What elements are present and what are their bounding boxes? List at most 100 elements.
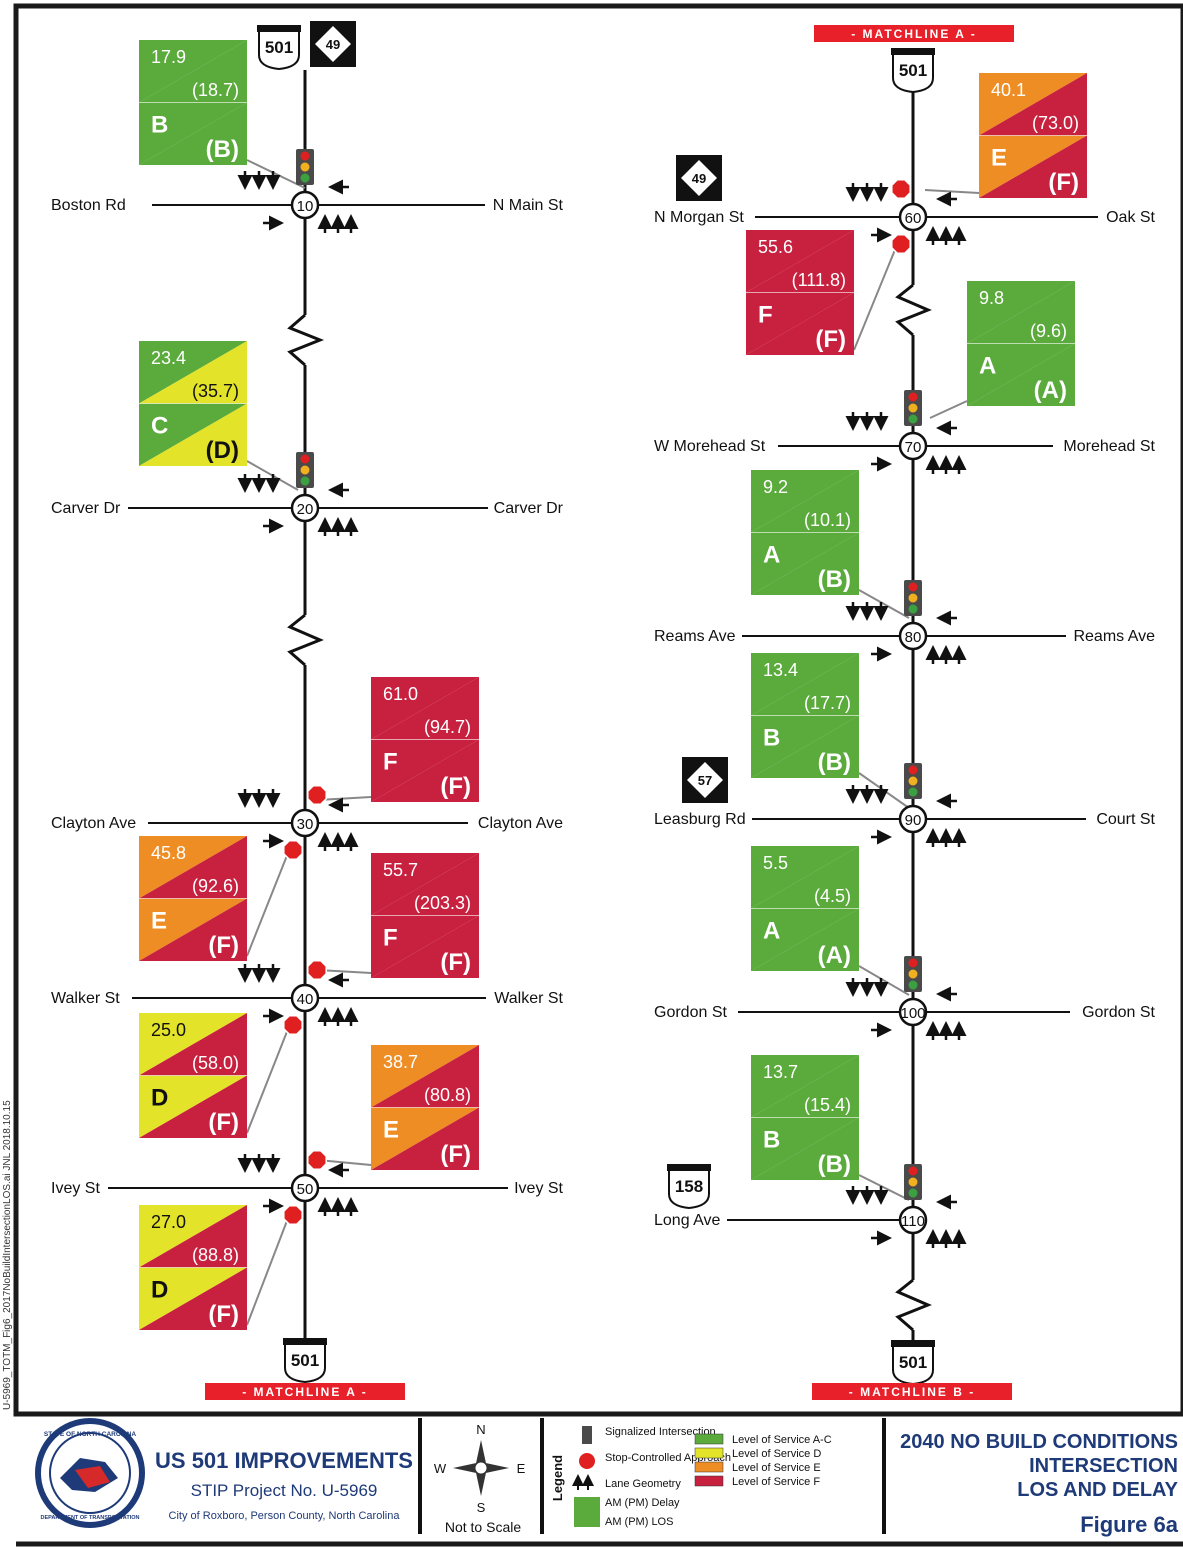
legend-los-level: Level of Service D (732, 1448, 821, 1460)
lane-geometry-icon (845, 978, 967, 1040)
pm-delay-fill (139, 836, 247, 899)
pm-delay: (92.6) (192, 876, 239, 896)
pm-delay: (17.7) (804, 693, 851, 713)
intersection-30: 30 Clayton Ave Clayton Ave (51, 785, 563, 860)
am-los: F (383, 925, 398, 952)
pm-delay-fill (967, 281, 1075, 344)
leader-line (317, 796, 372, 801)
pm-delay-fill (371, 853, 479, 916)
am-los: B (763, 725, 780, 752)
intersection-number: 30 (297, 816, 314, 833)
svg-text:158: 158 (675, 1177, 703, 1196)
am-delay: 38.7 (383, 1052, 418, 1072)
street-label-east: Ivey St (514, 1180, 563, 1197)
stop-sign-icon (891, 179, 911, 199)
los-box: 27.0(88.8)D(F) (139, 1205, 291, 1330)
pm-delay-fill (751, 846, 859, 909)
pm-los-fill (979, 135, 1087, 198)
pm-delay-fill (751, 653, 859, 716)
lane-geometry-icon (237, 789, 359, 851)
am-los: E (991, 145, 1007, 172)
pm-los: (F) (440, 1141, 471, 1168)
matchline-a-top: - MATCHLINE A - (814, 25, 1014, 42)
nc-49-shield: 49 (676, 155, 722, 201)
los-box: 61.0(94.7)F(F) (317, 677, 479, 802)
svg-text:DEPARTMENT OF TRANSPORTATION: DEPARTMENT OF TRANSPORTATION (41, 1515, 140, 1521)
svg-text:STATE OF NORTH CAROLINA: STATE OF NORTH CAROLINA (44, 1431, 137, 1438)
leader-line (246, 159, 306, 189)
pm-delay: (58.0) (192, 1053, 239, 1073)
pm-delay-fill (371, 1045, 479, 1108)
pm-los-fill (967, 343, 1075, 406)
street-label-west: Clayton Ave (51, 815, 136, 832)
traffic-signal-icon (904, 390, 922, 426)
intersection-number: 60 (905, 210, 922, 227)
pm-los-fill (751, 908, 859, 971)
pm-delay-fill (751, 1055, 859, 1118)
street-label-east: Court St (1096, 811, 1155, 828)
lane-geometry-icon (845, 785, 967, 847)
stop-sign-icon (283, 840, 303, 860)
figure-number: Figure 6a (1080, 1512, 1179, 1537)
svg-text:W: W (434, 1461, 447, 1476)
pm-los-fill (746, 292, 854, 355)
am-delay: 9.2 (763, 477, 788, 497)
leader-line (246, 847, 291, 957)
ncdot-seal: STATE OF NORTH CAROLINA DEPARTMENT OF TRA… (35, 1418, 145, 1528)
am-delay: 13.7 (763, 1062, 798, 1082)
street-label-west: N Morgan St (654, 209, 744, 226)
svg-text:- MATCHLINE B -: - MATCHLINE B - (849, 1385, 975, 1399)
figure-title-2: INTERSECTION (1029, 1455, 1178, 1477)
am-los: A (763, 542, 780, 569)
legend-los: AM (PM) LOS (605, 1516, 673, 1528)
street-label-east: Reams Ave (1073, 628, 1155, 645)
file-note: U-5969_TOTM_Fig6_2017NoBuildIntersection… (2, 1100, 13, 1410)
pm-delay: (203.3) (414, 893, 471, 913)
svg-text:501: 501 (899, 61, 927, 80)
pm-los: (D) (206, 437, 239, 464)
lane-geometry-icon (237, 171, 359, 233)
pm-los-fill (139, 403, 247, 466)
figure-title-3: LOS AND DELAY (1017, 1479, 1178, 1501)
matchline-a-bottom: - MATCHLINE A - (205, 1383, 405, 1400)
legend-delay: AM (PM) Delay (605, 1497, 680, 1509)
pm-los: (B) (818, 566, 851, 593)
footer-panel: STATE OF NORTH CAROLINA DEPARTMENT OF TRA… (35, 1418, 1179, 1537)
svg-text:501: 501 (291, 1351, 319, 1370)
leader-line (853, 239, 900, 351)
traffic-signal-icon (296, 452, 314, 488)
pm-delay: (80.8) (424, 1085, 471, 1105)
am-delay: 61.0 (383, 684, 418, 704)
pm-los-fill (751, 532, 859, 595)
am-delay: 9.8 (979, 288, 1004, 308)
am-los: A (979, 353, 996, 380)
traffic-signal-icon (904, 1164, 922, 1200)
pm-los: (B) (206, 136, 239, 163)
pm-delay: (73.0) (1032, 113, 1079, 133)
street-label-west: Leasburg Rd (654, 811, 746, 828)
pm-los-fill (751, 715, 859, 778)
pm-delay: (18.7) (192, 80, 239, 100)
pm-delay: (4.5) (814, 886, 851, 906)
am-delay: 27.0 (151, 1212, 186, 1232)
street-label-west: Boston Rd (51, 197, 126, 214)
legend-los-level: Level of Service A-C (732, 1434, 832, 1446)
pm-los: (A) (1034, 377, 1067, 404)
nc-49-shield: 49 (310, 21, 356, 67)
stop-sign-icon (891, 234, 911, 254)
street-label-east: Carver Dr (494, 500, 564, 517)
pm-delay: (88.8) (192, 1245, 239, 1265)
intersection-number: 70 (905, 439, 922, 456)
pm-los-fill (751, 1117, 859, 1180)
pm-los: (F) (208, 932, 239, 959)
project-title: US 501 IMPROVEMENTS (155, 1448, 413, 1473)
los-box: 13.7(15.4)B(B) (751, 1055, 910, 1201)
street-label-east: Clayton Ave (478, 815, 563, 832)
